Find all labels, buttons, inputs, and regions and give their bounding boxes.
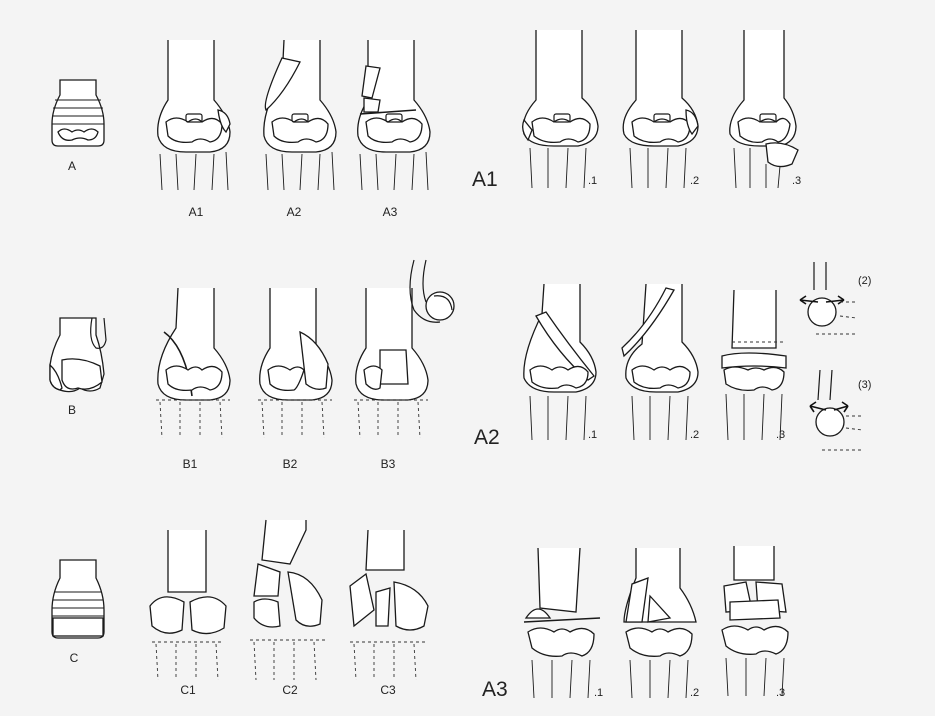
elbow-diagram-a2-3	[722, 290, 786, 440]
elbow-diagram-a3-2	[624, 548, 696, 698]
elbow-diagram-a1	[158, 40, 230, 190]
elbow-diagram-c2	[250, 520, 326, 680]
variant-label-a1-1: .1	[588, 175, 597, 187]
type-label-a: A	[68, 159, 76, 173]
elbow-diagram-a3-1	[524, 548, 600, 698]
elbow-diagram-a1-1	[523, 30, 598, 188]
subtype-label-c3: C3	[380, 683, 396, 697]
inset-2: (2)	[800, 262, 871, 334]
subtype-label-b1: B1	[183, 457, 198, 471]
type-label-c: C	[70, 651, 79, 665]
inset-label-3: (3)	[858, 379, 871, 391]
elbow-diagram-a1-2	[623, 30, 698, 188]
variant-label-a3-3: .3	[776, 687, 785, 699]
elbow-diagram-b2	[258, 288, 332, 438]
subtype-label-a2: A2	[287, 205, 302, 219]
elbow-diagram-a3-3	[722, 546, 788, 696]
variant-label-a1-2: .2	[690, 175, 699, 187]
inset-3: (3)	[810, 370, 871, 450]
subtype-label-a1: A1	[189, 205, 204, 219]
b3-lateral-inset	[410, 260, 454, 322]
variant-label-a3-1: .1	[594, 687, 603, 699]
elbow-diagram-a2-2	[622, 284, 698, 440]
variant-label-a2-3: .3	[776, 429, 785, 441]
schematic-icon-c	[52, 560, 104, 638]
variant-label-a3-2: .2	[690, 687, 699, 699]
subtype-label-a3: A3	[383, 205, 398, 219]
subtype-label-c2: C2	[282, 683, 298, 697]
subtype-label-b3: B3	[381, 457, 396, 471]
elbow-diagram-c1	[150, 530, 226, 680]
schematic-icon-b	[50, 318, 106, 392]
group-label-a2: A2	[474, 426, 500, 449]
group-label-a3: A3	[482, 678, 508, 701]
elbow-diagram-b1	[156, 288, 230, 438]
group-label-a1: A1	[472, 168, 498, 191]
type-label-b: B	[68, 403, 76, 417]
elbow-diagram-a2	[264, 40, 336, 190]
elbow-diagram-a1-3	[730, 30, 798, 188]
elbow-diagram-a3	[358, 40, 430, 190]
elbow-diagram-c3	[350, 530, 428, 680]
schematic-icon-a	[52, 80, 104, 146]
variant-label-a1-3: .3	[792, 175, 801, 187]
elbow-diagram-b3	[354, 288, 428, 438]
elbow-diagram-a2-1	[524, 284, 596, 440]
subtype-label-c1: C1	[180, 683, 196, 697]
variant-label-a2-2: .2	[690, 429, 699, 441]
variant-label-a2-1: .1	[588, 429, 597, 441]
subtype-label-b2: B2	[283, 457, 298, 471]
inset-label-2: (2)	[858, 275, 871, 287]
